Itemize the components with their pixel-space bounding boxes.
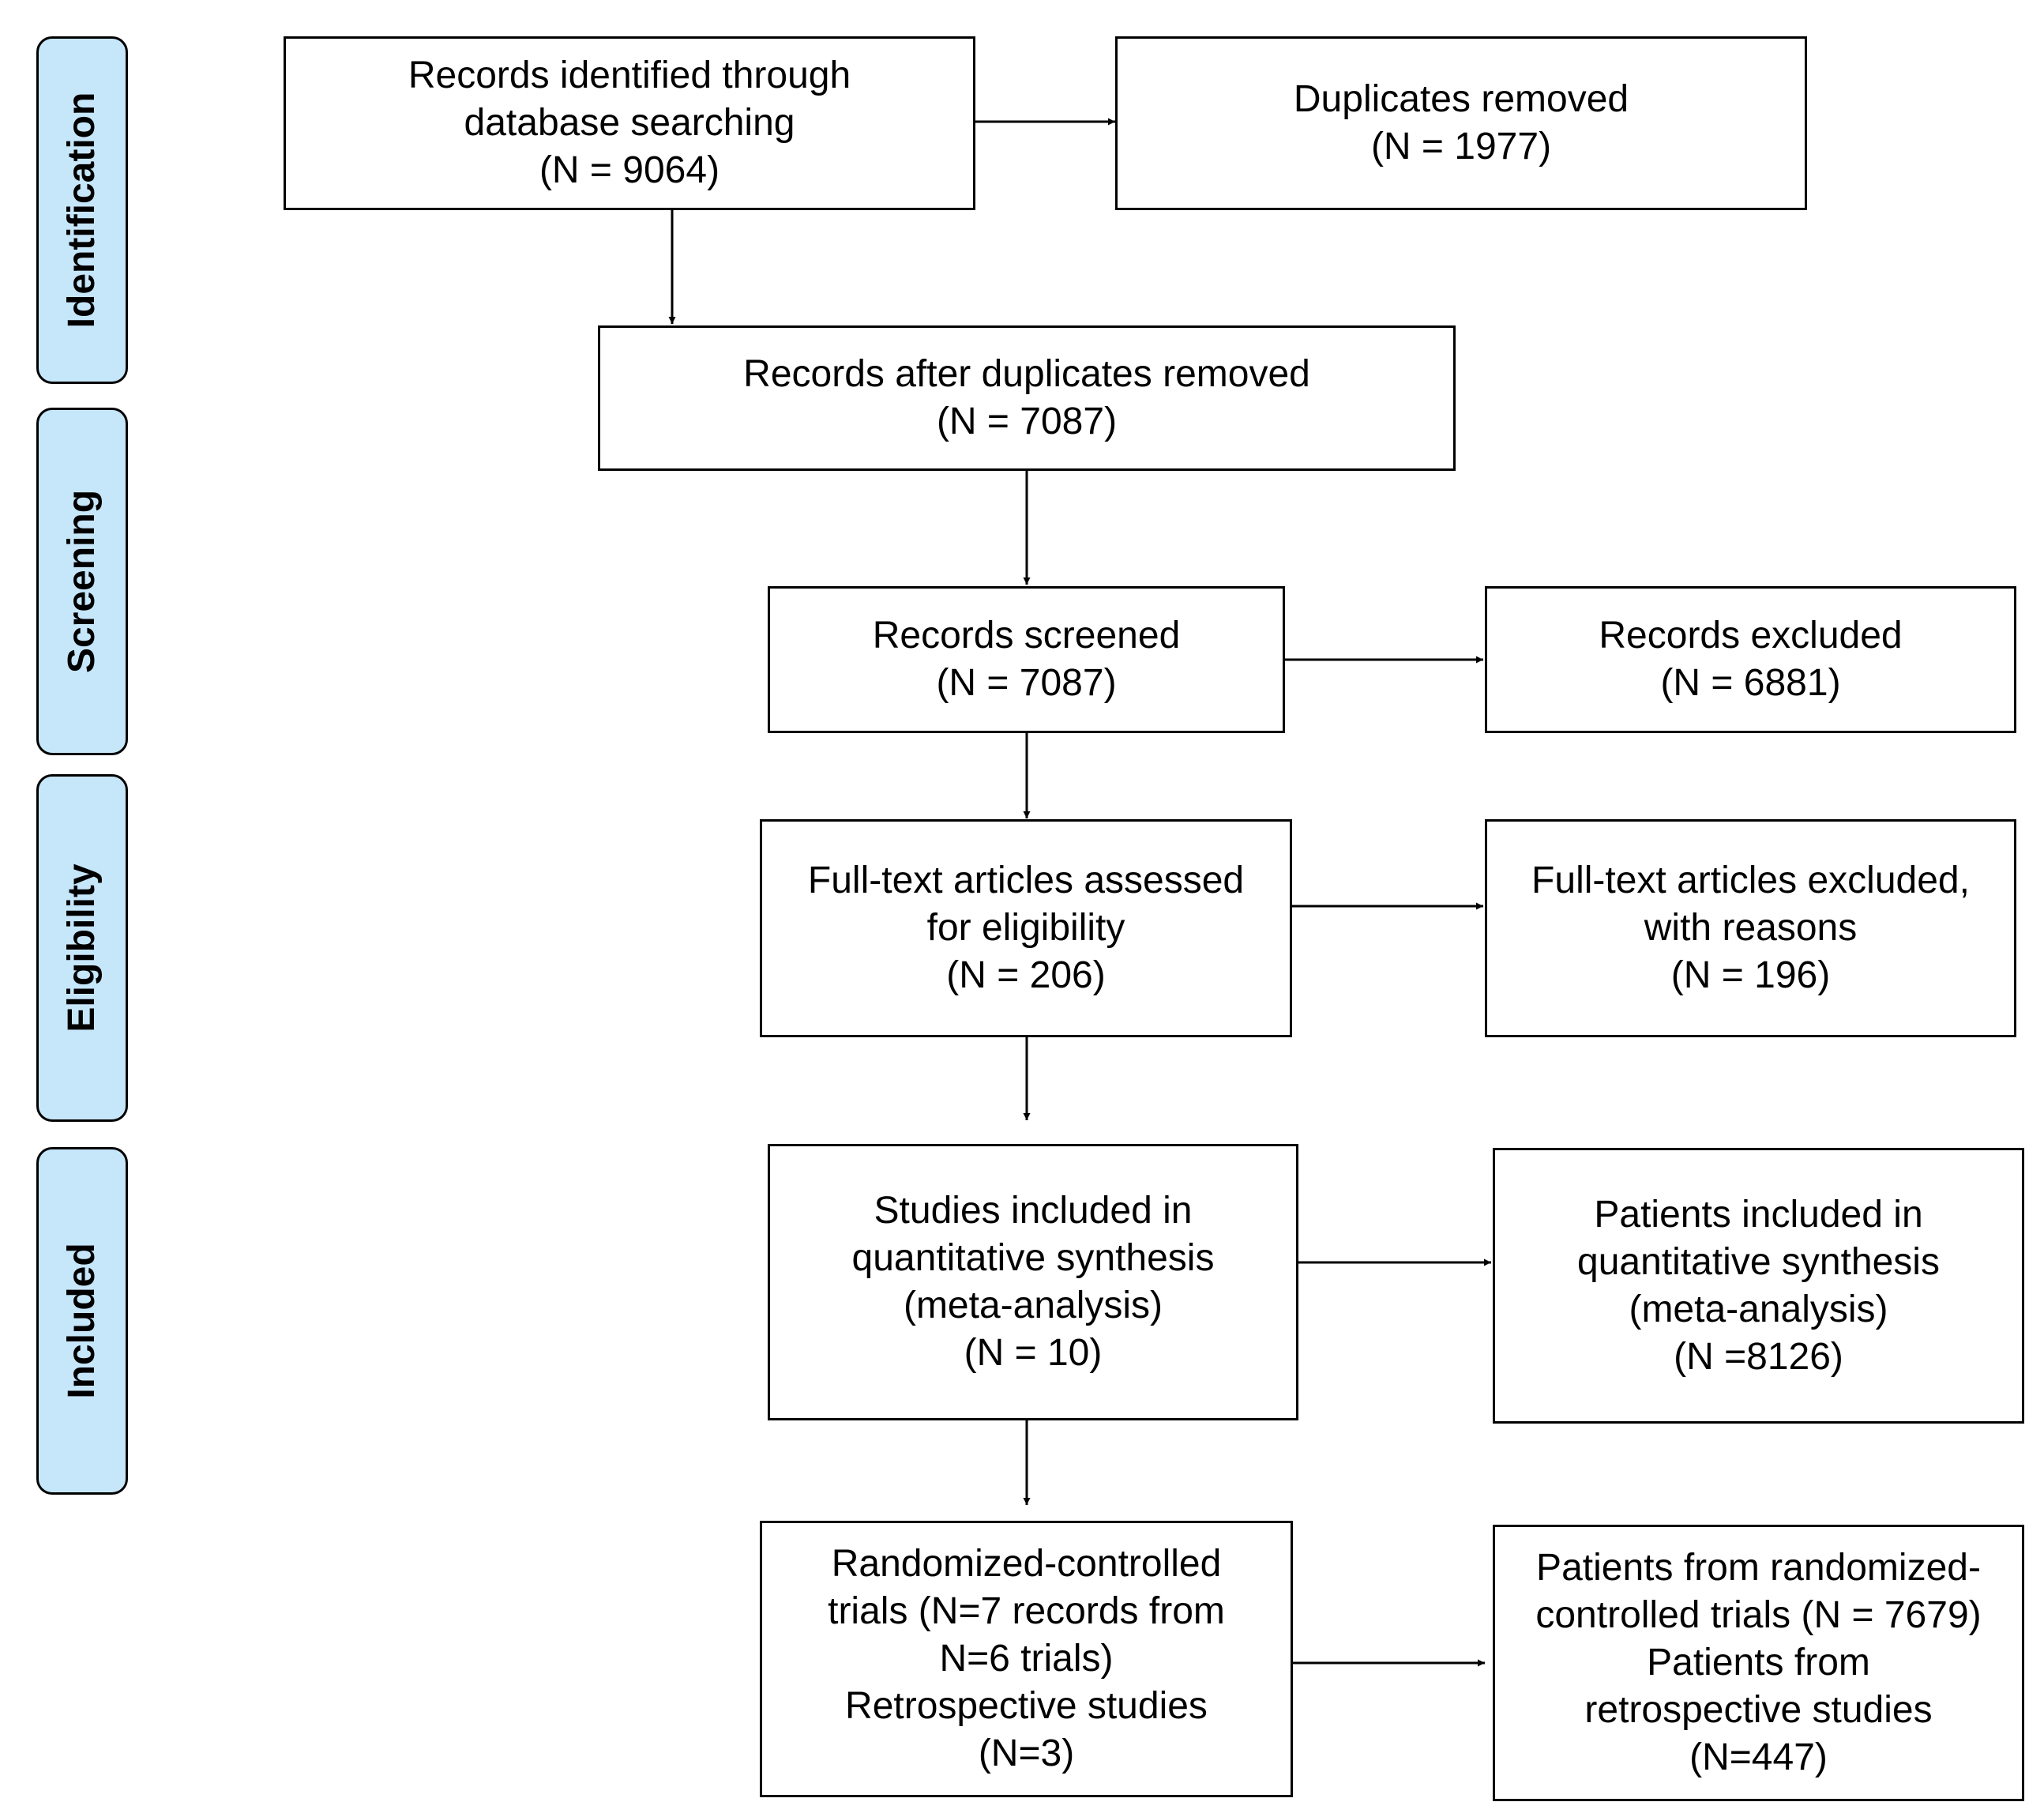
box-line: (N = 7087) [936,662,1117,704]
box-line: (N = 196) [1670,954,1831,996]
box-line: retrospective studies [1584,1689,1933,1731]
box-line: quantitative synthesis [1577,1240,1940,1283]
box-line: (N = 1977) [1370,126,1552,167]
box-line: with reasons [1644,907,1858,949]
box-line: Records excluded [1599,615,1903,656]
box-line: (N = 9064) [539,149,720,191]
box-records-identified: Records identified through database sear… [284,36,975,210]
box-line: Retrospective studies [845,1685,1208,1727]
box-line: Randomized-controlled [831,1543,1222,1585]
box-line: Patients from [1647,1642,1870,1683]
phase-eligibility: Eligibility [36,774,128,1122]
box-line: (N = 7087) [936,401,1118,442]
box-patients-included: Patients included in quantitative synthe… [1493,1148,2024,1424]
box-line: (meta-analysis) [1629,1288,1888,1330]
box-line: Full-text articles excluded, [1531,860,1970,901]
box-line: (N =8126) [1674,1335,1843,1378]
box-line: (meta-analysis) [903,1285,1163,1326]
box-line: Duplicates removed [1293,78,1629,120]
box-line: Studies included in [874,1190,1193,1232]
box-studies-included: Studies included in quantitative synthes… [768,1144,1298,1420]
box-line: (N=447) [1689,1736,1828,1778]
box-records-after-duplicates: Records after duplicates removed (N = 70… [598,325,1456,471]
box-line: database searching [464,102,795,144]
phase-identification: Identification [36,36,128,384]
box-line: (N=3) [978,1732,1075,1774]
box-line: for eligibility [926,907,1125,949]
box-duplicates-removed: Duplicates removed (N = 1977) [1115,36,1807,210]
box-line: Records identified through [408,55,851,96]
box-line: Records screened [872,615,1181,656]
box-line: Patients from randomized- [1536,1547,1981,1589]
phase-included: Included [36,1147,128,1495]
box-line: (N = 6881) [1660,662,1841,704]
box-line: N=6 trials) [939,1638,1114,1680]
box-fulltext-assessed: Full-text articles assessed for eligibil… [760,819,1292,1037]
box-records-screened: Records screened (N = 7087) [768,586,1285,733]
box-line: trials (N=7 records from [828,1590,1225,1632]
box-line: controlled trials (N = 7679) [1535,1594,1982,1636]
box-records-excluded: Records excluded (N = 6881) [1485,586,2016,733]
box-line: Records after duplicates removed [743,353,1310,395]
phase-screening: Screening [36,408,128,755]
box-line: quantitative synthesis [851,1237,1215,1279]
box-patients-trials-and-studies: Patients from randomized- controlled tri… [1493,1525,2024,1801]
box-line: Full-text articles assessed [807,860,1245,901]
box-line: (N = 10) [964,1332,1103,1374]
box-trials-and-studies: Randomized-controlled trials (N=7 record… [760,1521,1293,1797]
box-line: Patients included in [1594,1193,1923,1236]
box-fulltext-excluded: Full-text articles excluded, with reason… [1485,819,2016,1037]
box-line: (N = 206) [946,954,1106,996]
